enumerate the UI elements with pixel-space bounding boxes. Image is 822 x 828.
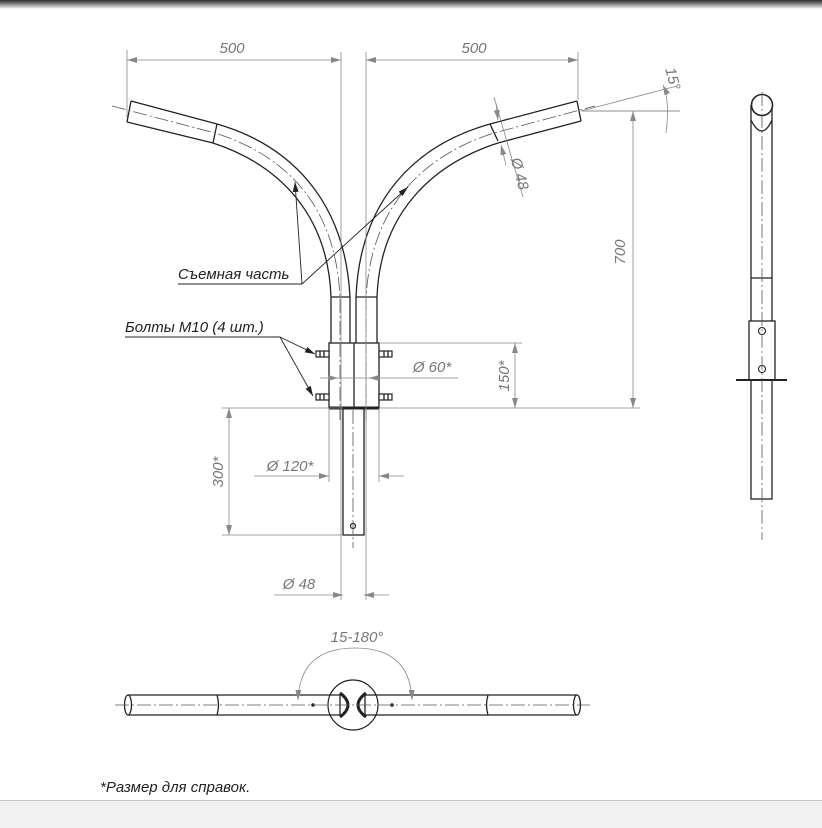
top-view: 15-180° (115, 629, 590, 731)
dim-arm-diameter: Ø 48 (507, 155, 532, 192)
dim-rotation-angle: 15-180° (331, 629, 384, 646)
dim-clamp-pipe-diameter: Ø 60* (412, 359, 453, 376)
side-view (736, 92, 787, 540)
vertical-tubes (330, 296, 378, 343)
dim-socket-length: 300* (210, 455, 227, 487)
footnote: *Размер для справок. (100, 779, 250, 796)
label-removable-part: Съемная часть (178, 266, 289, 283)
socket-pipe (342, 407, 365, 548)
left-arm (111, 100, 351, 420)
callout-removable-part: Съемная часть (178, 181, 409, 285)
label-bolts: Болты М10 (4 шт.) (125, 319, 264, 336)
dim-left-width: 500 (219, 40, 245, 57)
dimension-lines (126, 50, 680, 600)
dim-right-width: 500 (461, 40, 487, 57)
right-arm (355, 100, 596, 420)
dim-clamp-width: Ø 120* (266, 458, 315, 475)
bolts (315, 350, 393, 401)
bottom-strip (0, 800, 822, 828)
clamp (328, 342, 380, 410)
front-view: 500 500 15° Ø 48 700 150* Ø 60* 300* Ø 1… (111, 40, 683, 600)
dim-socket-diameter: Ø 48 (282, 576, 316, 593)
window-top-edge (0, 0, 822, 9)
dim-angle: 15° (661, 66, 683, 92)
dim-height: 700 (612, 239, 629, 265)
dim-clamp-height: 150* (496, 359, 513, 391)
callout-bolts: Болты М10 (4 шт.) (125, 319, 316, 397)
